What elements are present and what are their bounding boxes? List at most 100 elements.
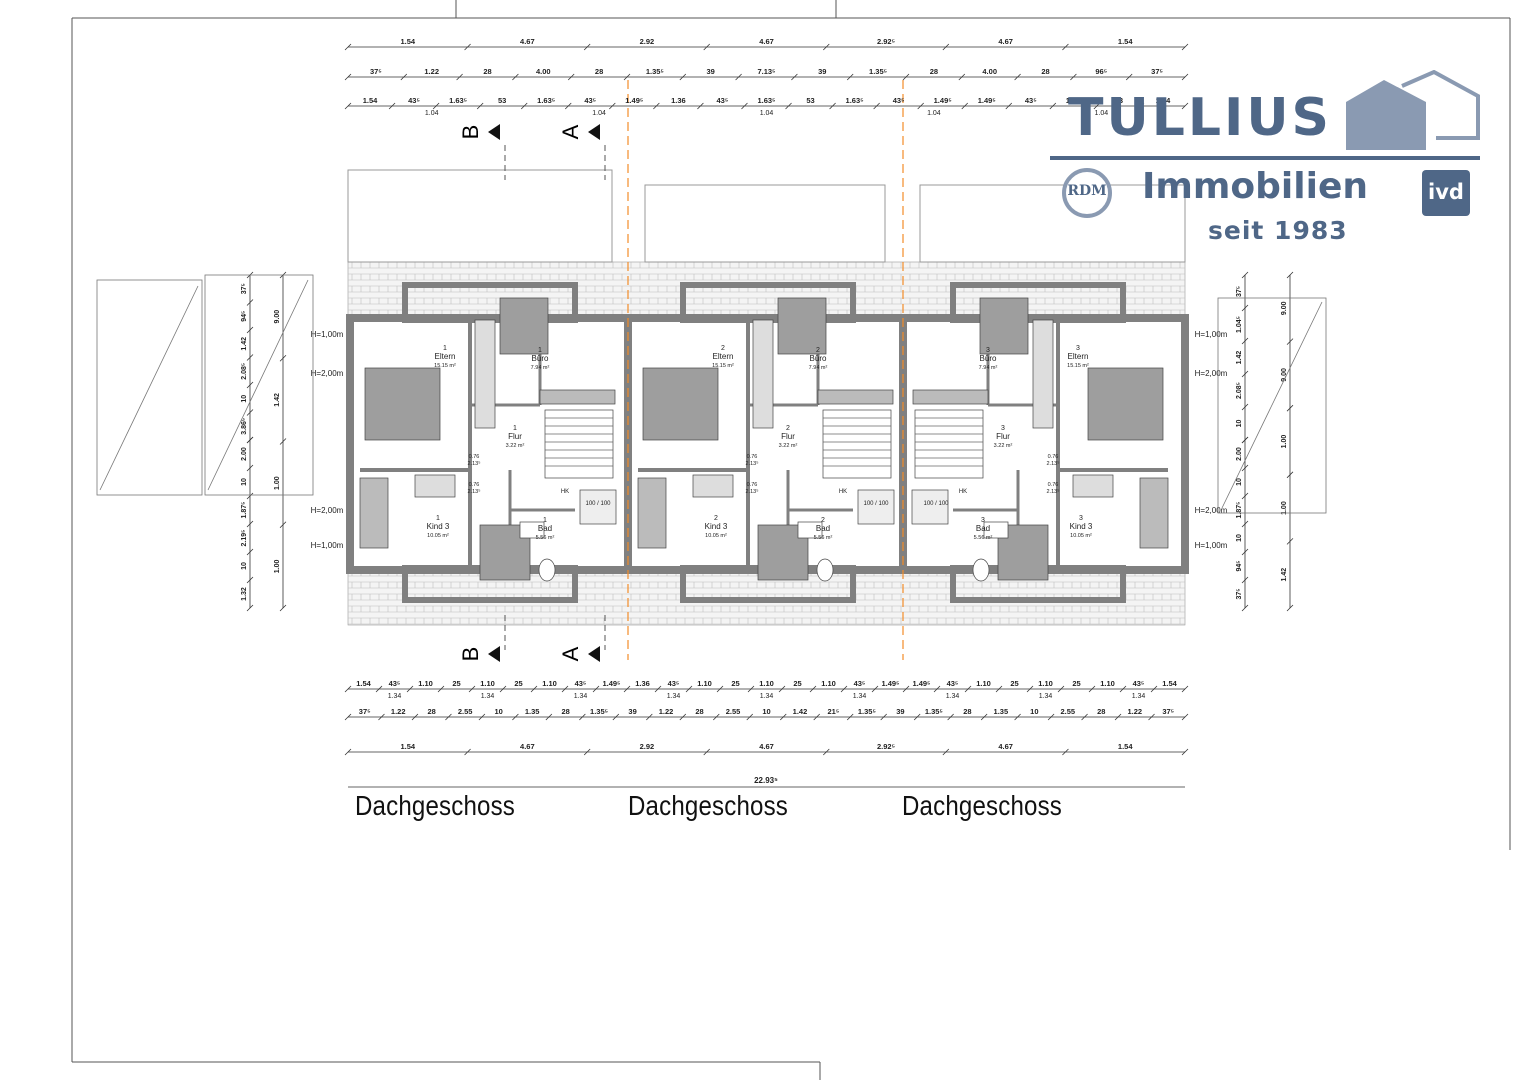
dimension-tick — [697, 102, 704, 110]
dimension-tick — [778, 685, 786, 693]
dimension-value: 1.54 — [363, 96, 378, 105]
dimension-value: 1.63⁵ — [757, 96, 776, 105]
dimension-tick — [246, 520, 254, 528]
dimension-tick — [1150, 685, 1158, 693]
room-number: 1 — [436, 515, 440, 522]
dimension-value: 4.67 — [759, 37, 774, 46]
dimension-tick — [1241, 337, 1249, 345]
desk — [979, 297, 1029, 355]
unit-furniture-3 — [911, 297, 1169, 582]
dimension-tick — [703, 748, 710, 756]
dimension-tick — [344, 43, 352, 51]
dimension-tick — [942, 748, 950, 756]
room-name: Flur — [996, 432, 1010, 441]
dimension-value: 4.67 — [520, 37, 535, 46]
toilet — [538, 558, 556, 582]
dimension-tick — [1241, 520, 1249, 528]
dimension-value: 96⁵ — [1095, 67, 1107, 76]
door-width: 0.76 — [1048, 482, 1059, 488]
dimension-tick — [246, 436, 254, 444]
dimension-value: 28 — [483, 67, 491, 76]
dimension-value: 43⁵ — [947, 679, 959, 688]
dimension-tick — [747, 685, 755, 693]
dimension-tick — [1062, 748, 1069, 756]
dimension-tick — [813, 713, 821, 721]
room-name: Bad — [816, 524, 830, 533]
dimension-tick — [679, 713, 687, 721]
dimension-tick — [1125, 73, 1133, 81]
dimension-tick — [437, 685, 445, 693]
rdm-badge-icon: RDM — [1062, 168, 1112, 218]
door-height: 2.13⁵ — [468, 488, 481, 495]
dimension-tick — [279, 604, 287, 612]
dimension-value: 9.00 — [274, 310, 281, 324]
dimension-tick — [735, 73, 742, 81]
dimension-tick — [1049, 102, 1057, 110]
dimension-value: 43⁵ — [854, 679, 866, 688]
dimension-tick — [1241, 304, 1249, 312]
dimension-value: 1.22 — [659, 707, 674, 716]
dimension-tick — [246, 604, 254, 612]
dimension-tick — [1057, 685, 1065, 693]
door-width: 0.76 — [747, 482, 758, 488]
elevation-diagonal — [207, 279, 309, 491]
dimension-tick — [279, 438, 287, 445]
door-width: 0.76 — [469, 482, 480, 488]
dimension-tick — [344, 748, 352, 756]
dimension-tick — [685, 685, 693, 693]
dimension-value: 1.10 — [976, 679, 991, 688]
dimension-tick — [1026, 685, 1034, 693]
dimension-value: 1.22 — [424, 67, 439, 76]
dimension-tick — [1241, 436, 1249, 444]
unit-furniture-2 — [637, 297, 895, 582]
dimension-value: 2.55 — [1061, 707, 1076, 716]
section-arrow-icon — [588, 646, 600, 662]
dimension-value: 1.42 — [793, 707, 808, 716]
dimension-tick — [1181, 685, 1189, 693]
dimension-value: 39 — [896, 707, 904, 716]
dimension-value: 1.00 — [1281, 435, 1288, 449]
dimension-subvalue: 1.34 — [853, 693, 867, 700]
dimension-tick — [411, 713, 419, 721]
dimension-value: 25 — [793, 679, 801, 688]
dimension-tick — [779, 713, 787, 721]
dimension-value: 1.42 — [274, 393, 281, 407]
dimension-value: 28 — [428, 707, 436, 716]
dimension-value: 2.08⁵ — [1236, 382, 1243, 399]
dimension-tick — [995, 685, 1003, 693]
dimension-value: 28 — [561, 707, 569, 716]
dimension-subvalue: 1.04 — [1094, 110, 1108, 117]
dimension-value: 1.63⁵ — [449, 96, 468, 105]
dimension-value: 10 — [762, 707, 770, 716]
dimension-subvalue: 1.04 — [425, 110, 439, 117]
washbasin — [983, 521, 1009, 539]
dimension-value: 9.00 — [1281, 368, 1288, 382]
room-area: 7.94 m² — [979, 365, 998, 371]
dimension-tick — [712, 713, 720, 721]
dimension-value: 1.49⁵ — [881, 679, 900, 688]
dimension-value: 1.54 — [400, 742, 415, 751]
dimension-tick — [1241, 576, 1249, 584]
dimension-tick — [1241, 548, 1249, 556]
room-name: Eltern — [435, 352, 456, 361]
door-width: 0.76 — [1048, 454, 1059, 460]
door-height: 2.13⁵ — [1047, 488, 1060, 495]
dimension-value: 7.13⁵ — [757, 67, 776, 76]
dimension-tick — [902, 73, 910, 81]
dimension-value: 1.54 — [1162, 679, 1177, 688]
dimension-tick — [344, 713, 352, 721]
dimension-value: 4.67 — [520, 742, 535, 751]
dimension-value: 4.67 — [759, 742, 774, 751]
dimension-value: 37⁵ — [359, 707, 371, 716]
dimension-value: 2.00 — [241, 447, 248, 461]
dimension-value: 1.35⁵ — [869, 67, 888, 76]
desk — [777, 297, 827, 355]
height-marker-right: H=1,00m — [1195, 541, 1228, 550]
shower-size: 100 / 100 — [863, 501, 889, 507]
dimension-value: 1.35⁵ — [858, 707, 877, 716]
dimension-value: 1.49⁵ — [602, 679, 621, 688]
dimension-value: 43⁵ — [1133, 679, 1145, 688]
cabinet — [692, 474, 734, 498]
